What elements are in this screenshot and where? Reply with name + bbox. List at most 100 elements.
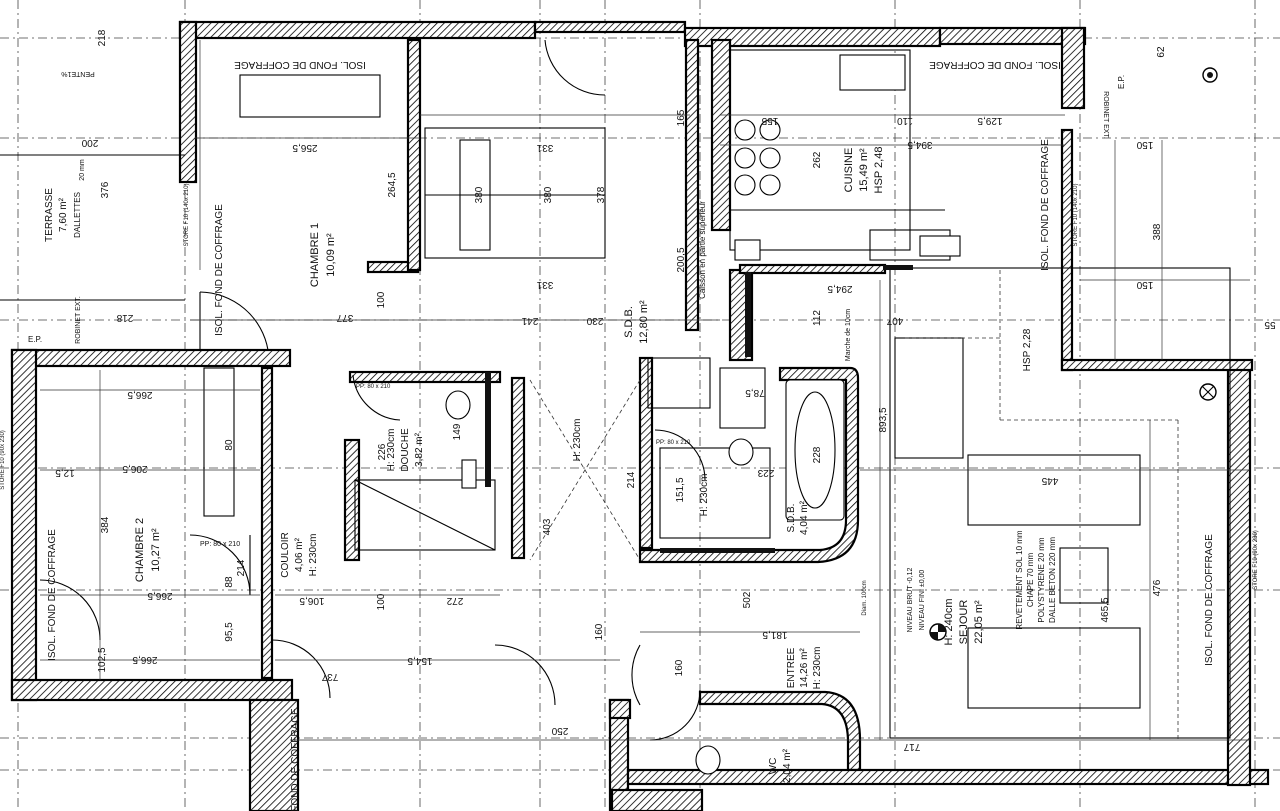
dimension-label: 380 — [474, 186, 485, 203]
dimension-label: 465,5 — [1100, 597, 1111, 622]
dimension-label: 100 — [376, 291, 387, 308]
dimension-label: 226 — [377, 443, 388, 460]
room-sdb2-name: S.D.B. — [786, 504, 797, 533]
dimension-label: 223 — [757, 467, 774, 478]
isol-label-sejour: ISOL. FOND DE COFFRAGE — [1204, 534, 1215, 666]
dimension-label: 256,5 — [292, 142, 317, 153]
hsp-label: HSP 2,28 — [1022, 328, 1033, 371]
dimension-label: 62 — [1156, 46, 1167, 58]
room-wc-area: 2,04 m² — [782, 748, 793, 783]
dimension-label: 266,5 — [132, 654, 157, 665]
pente-label: PENTE1% — [61, 70, 94, 77]
room-sdb1-area: 12,80 m² — [638, 300, 650, 344]
dimension-label: 380 — [543, 186, 554, 203]
dimension-label: 378 — [596, 186, 607, 203]
dimension-label: 154,5 — [407, 655, 432, 666]
walls — [10, 20, 1270, 811]
room-terrasse-note1: DALLETTES — [73, 192, 82, 238]
room-chambre2-area: 10,27 m² — [150, 528, 162, 572]
dimension-label: 151,5 — [675, 477, 686, 502]
interior-lines — [0, 49, 1231, 739]
room-cuisine-area: 15,49 m² — [858, 148, 870, 192]
door-swings — [39, 39, 706, 741]
room-terrasse-note2: 20 mm — [79, 159, 86, 181]
dimension-label: 388 — [1152, 223, 1163, 240]
dimension-label: 445 — [1041, 475, 1058, 486]
dimension-label: 160 — [674, 659, 685, 676]
dimension-lines — [40, 40, 1250, 741]
room-douche-h: H: 230cm — [386, 429, 397, 472]
robinet-label-right: ROBINET EXT. — [1102, 91, 1109, 139]
isol-label-bottom: FOND DE COFFRAGE — [290, 708, 301, 811]
room-douche-name: DOUCHE — [400, 428, 411, 472]
room-couloir-h: H: 230cm — [308, 534, 319, 577]
dimension-label: 230 — [586, 315, 603, 326]
room-couloir-area: 4,06 m² — [294, 537, 305, 572]
dimension-label: 266,5 — [147, 590, 172, 601]
store-label-2: STORE F10 (140x 210) — [1073, 184, 1079, 247]
marche-label: Marche de 10cm — [845, 309, 852, 361]
dimension-label: 200 — [81, 137, 98, 148]
room-chambre1-area: 10,09 m² — [325, 233, 337, 277]
pp-label-2: PP: 80 x 210 — [356, 384, 391, 390]
dimension-label: 165 — [676, 109, 687, 126]
dimension-label: 106,5 — [299, 595, 324, 606]
dimension-label: 214 — [236, 559, 247, 576]
dimension-label: 376 — [100, 181, 111, 198]
dimension-label: 95,5 — [224, 622, 235, 642]
isol-label-top: ISOL. FOND DE COFFRAGE — [234, 59, 366, 70]
dimension-label: 149 — [452, 423, 463, 440]
niveau-fini-label: NIVEAU FINI ±0,00 — [919, 570, 926, 631]
dimension-label: 250 — [551, 725, 568, 736]
dashed-lines — [529, 270, 1179, 740]
room-wc-name: WC — [768, 758, 779, 775]
room-chambre1-name: CHAMBRE 1 — [309, 223, 321, 287]
dimension-label: 377 — [336, 312, 353, 323]
dimension-label: 181,5 — [762, 629, 787, 640]
dimension-label: 266,5 — [127, 389, 152, 400]
dimension-label: 110 — [897, 115, 913, 126]
dimension-label: 294,5 — [827, 283, 852, 294]
dimension-label: 102,5 — [97, 647, 108, 672]
dimension-label: 241 — [521, 315, 538, 326]
room-entree-h: H: 230cm — [812, 647, 823, 690]
annotations: ISOL. FOND DE COFFRAGE ISOL. FOND DE COF… — [0, 59, 1259, 811]
dimension-label: 737 — [321, 671, 338, 682]
store-label-1: STORE F10 (140x 210) — [184, 184, 190, 247]
dimension-label: 160 — [594, 623, 605, 640]
room-cuisine-name: CUISINE — [843, 148, 855, 193]
isol-label-cuisine: ISOL. FOND DE COFFRAGE — [1040, 139, 1051, 271]
room-labels: CHAMBRE 1 10,09 m² CHAMBRE 2 10,27 m² TE… — [44, 147, 985, 783]
dimension-label: 80 — [224, 439, 235, 451]
room-sdb1-name: S.D.B. — [623, 306, 635, 338]
dimension-label: 476 — [1152, 579, 1163, 596]
ep-label-right: E.P. — [1117, 75, 1126, 89]
dimension-label: 55 — [1264, 319, 1276, 330]
dimension-label: 78,5 — [745, 387, 765, 398]
isol-label-chambre2: ISOL. FOND DE COFFRAGE — [47, 529, 58, 661]
revetement-line-2: CHAPE 70 mm — [1026, 553, 1035, 608]
dimension-label: 129,5 — [977, 115, 1002, 126]
dimension-label: 112 — [812, 310, 823, 326]
store-label-3: STORE F10 (90x 230) — [1253, 530, 1259, 590]
dimension-label: 264,5 — [387, 172, 398, 197]
dimension-label: 218 — [116, 312, 133, 323]
dimension-label: 502 — [742, 591, 753, 608]
room-couloir-name: COULOIR — [280, 532, 291, 578]
dimension-label: 331 — [536, 142, 553, 153]
room-sejour-name: SEJOUR — [958, 600, 970, 645]
dimension-label: 228 — [812, 446, 823, 463]
store-label-4: STORE F10 (90x 230) — [0, 430, 6, 490]
dimension-label: 100 — [376, 593, 387, 610]
dimension-label: 272 — [446, 595, 463, 606]
ep-label-left: E.P. — [28, 335, 42, 344]
dimension-label: 394,5 — [907, 139, 932, 150]
room-sejour-h: H: 240cm — [943, 598, 955, 645]
isol-label-chambre1: ISOL. FOND DE COFFRAGE — [214, 204, 225, 336]
dimension-label: 155 — [761, 115, 778, 126]
dimension-label: 88 — [224, 576, 235, 588]
sdb1-h-label: H: 230cm — [572, 419, 583, 462]
room-sdb2-area: 4,04 m² — [799, 500, 810, 535]
pp-label-3: PP: 80 x 210 — [656, 440, 691, 446]
